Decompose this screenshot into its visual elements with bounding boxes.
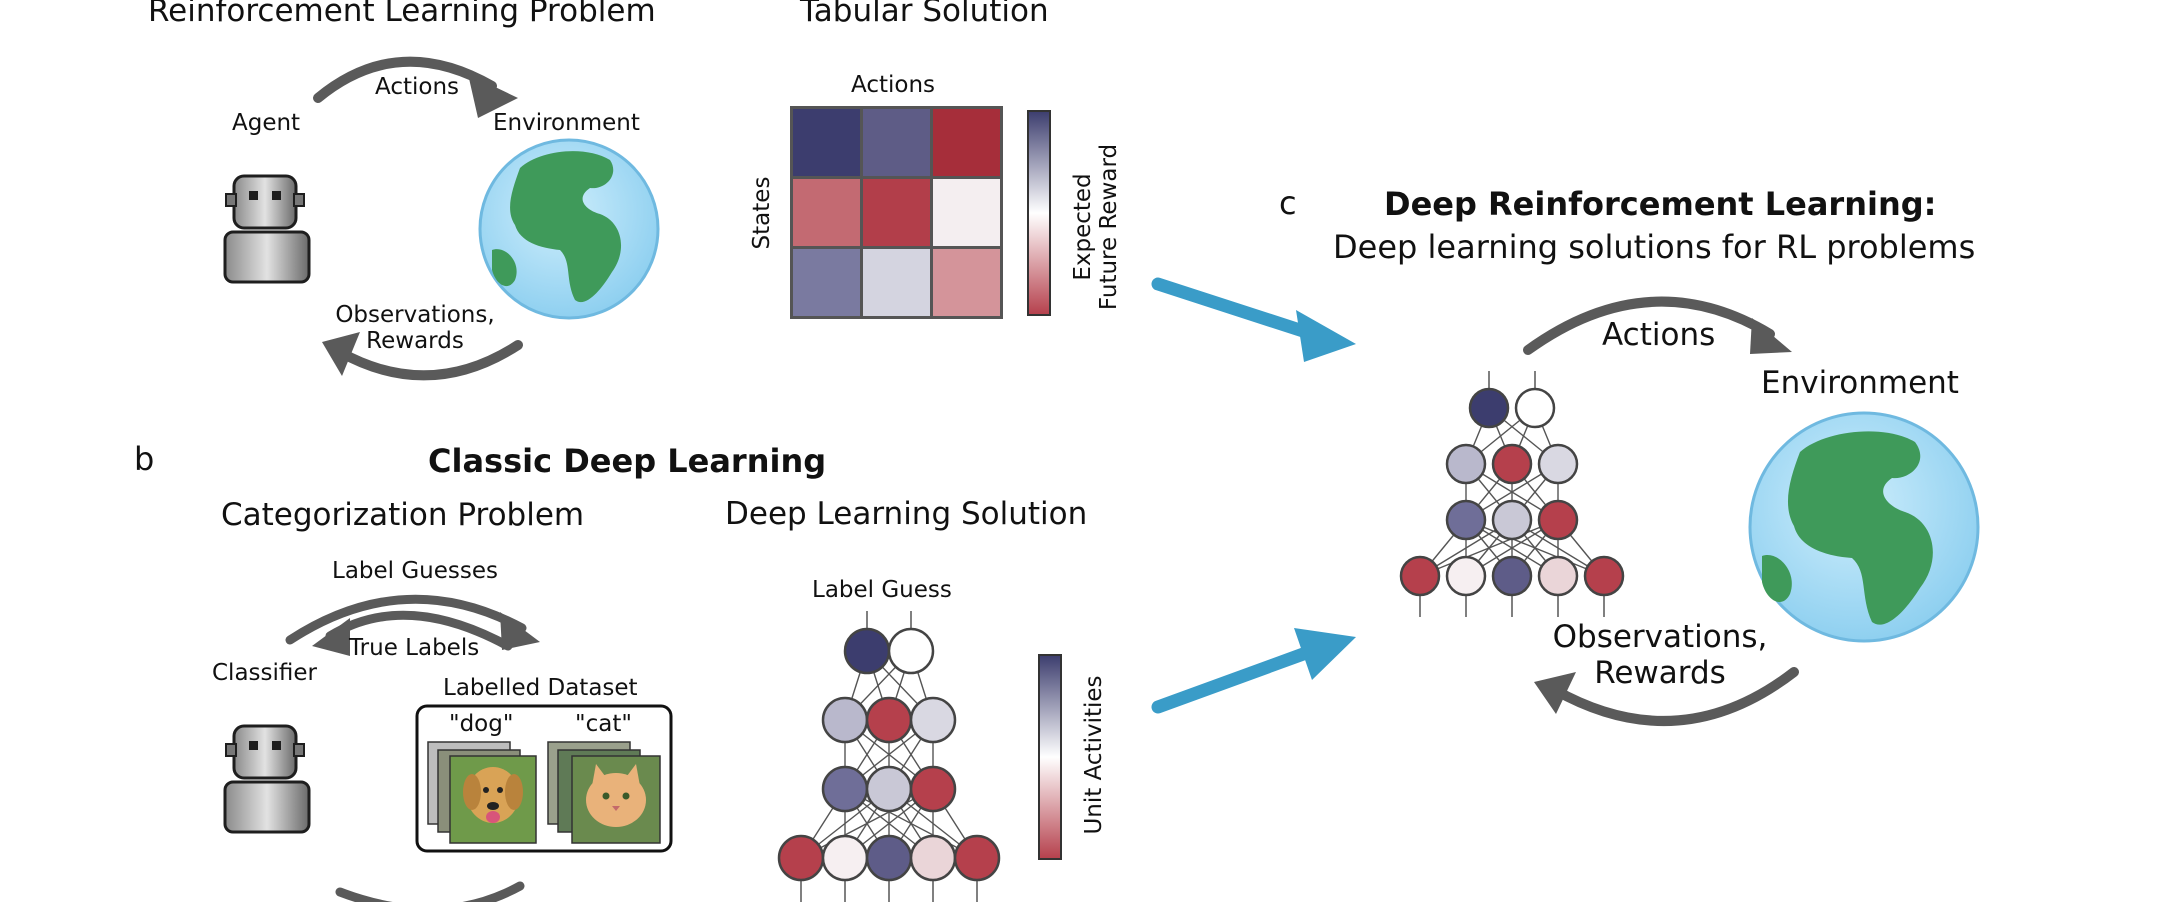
actions-arrowhead-c xyxy=(1750,318,1792,354)
rl-problem-title: Reinforcement Learning Problem xyxy=(148,0,656,29)
network-node xyxy=(887,627,935,675)
labelled-dataset-label: Labelled Dataset xyxy=(443,675,638,701)
heatmap-cell xyxy=(863,179,930,246)
network-node xyxy=(843,627,891,675)
network-node xyxy=(865,696,913,744)
categorization-problem-title: Categorization Problem xyxy=(221,497,585,533)
network-node xyxy=(1583,555,1625,597)
true-labels-arrowhead xyxy=(312,618,350,656)
network-node xyxy=(865,834,913,882)
panel-c-cycle xyxy=(1523,296,1799,726)
panel-a-cycle xyxy=(313,56,523,381)
actions-label-c: Actions xyxy=(1602,317,1716,353)
network-node xyxy=(1445,555,1487,597)
network-node xyxy=(1399,555,1441,597)
label-guesses-arrowhead xyxy=(500,612,540,650)
heatmap-cell xyxy=(863,249,930,316)
actions-label-a: Actions xyxy=(375,74,460,100)
labelled-dataset-box xyxy=(415,704,673,853)
actions-arrowhead-a xyxy=(468,74,518,118)
true-labels-label: True Labels xyxy=(349,635,480,661)
heatmap-cell xyxy=(793,249,860,316)
network-node xyxy=(1445,443,1487,485)
colorbar-reward-line1: Expected xyxy=(1070,173,1096,281)
obs-line2-a: Rewards xyxy=(366,328,464,355)
network-node xyxy=(1537,499,1579,541)
label-guess-label: Label Guess xyxy=(812,577,952,603)
cat-label: "cat" xyxy=(575,711,632,737)
panel-c-letter: c xyxy=(1279,184,1297,222)
colorbar-unit-activities xyxy=(1038,654,1062,860)
blue-arrow-bottom xyxy=(1151,628,1356,714)
heatmap-tabular xyxy=(790,106,1003,319)
deep-rl-heading: Deep Reinforcement Learning: xyxy=(1384,185,1937,223)
heatmap-cell xyxy=(793,109,860,176)
network-node xyxy=(909,765,957,813)
observations-rewards-label-a: Observations, Rewards xyxy=(320,302,510,355)
agent-label: Agent xyxy=(232,110,301,136)
globe-a xyxy=(478,138,660,320)
colorbar-unit-activities-label: Unit Activities xyxy=(1081,675,1107,835)
network-node xyxy=(1491,555,1533,597)
network-node xyxy=(865,765,913,813)
network-node xyxy=(1537,443,1579,485)
heatmap-cell xyxy=(933,109,1000,176)
network-deep-rl xyxy=(1399,371,1625,617)
network-node xyxy=(953,834,1001,882)
obs-line1-a: Observations, xyxy=(335,302,495,328)
network-node xyxy=(821,765,869,813)
classifier-robot xyxy=(223,724,311,834)
label-guesses-arrow xyxy=(285,594,527,645)
network-node xyxy=(821,834,869,882)
deep-learning-solution-title: Deep Learning Solution xyxy=(725,496,1088,532)
dog-label: "dog" xyxy=(449,711,514,737)
label-guesses-label: Label Guesses xyxy=(332,558,499,584)
colorbar-reward xyxy=(1027,110,1051,316)
obs-arrow-a xyxy=(335,340,523,381)
heatmap-cell xyxy=(863,109,930,176)
network-node xyxy=(1514,387,1556,429)
obs-line2-c: Rewards xyxy=(1594,654,1726,691)
heatmap-cell xyxy=(793,179,860,246)
network-node xyxy=(1491,443,1533,485)
obs-arrowhead-a xyxy=(322,332,360,376)
globe-c xyxy=(1748,411,1980,643)
observations-rewards-label-c: Observations, Rewards xyxy=(1530,619,1790,691)
environment-label-a: Environment xyxy=(493,110,640,136)
obs-arrow-c xyxy=(1550,667,1799,726)
tabular-solution-title: Tabular Solution xyxy=(800,0,1049,29)
classic-deep-learning-heading: Classic Deep Learning xyxy=(428,442,827,480)
blue-arrow-top xyxy=(1151,277,1356,362)
obs-line1-c: Observations, xyxy=(1552,619,1768,655)
deep-rl-subheading: Deep learning solutions for RL problems xyxy=(1333,228,1976,266)
classifier-label: Classifier xyxy=(212,660,317,686)
network-node xyxy=(777,834,825,882)
colorbar-reward-line2: Future Reward xyxy=(1096,143,1123,311)
heatmap-states-label: States xyxy=(749,176,775,250)
network-node xyxy=(821,696,869,744)
heatmap-cell xyxy=(933,249,1000,316)
network-node xyxy=(909,834,957,882)
network-node xyxy=(909,696,957,744)
network-node xyxy=(1445,499,1487,541)
actions-arrow-c xyxy=(1523,296,1775,355)
network-edge xyxy=(1419,519,1559,577)
heatmap-cell xyxy=(933,179,1000,246)
heatmap-actions-label: Actions xyxy=(851,72,936,98)
environment-label-c: Environment xyxy=(1761,365,1959,401)
network-node xyxy=(1468,387,1510,429)
bottom-arrow-b xyxy=(335,881,525,902)
panel-b-letter: b xyxy=(134,440,155,478)
network-edge xyxy=(800,788,934,859)
panel-b-cycle xyxy=(285,594,540,902)
network-node xyxy=(1491,499,1533,541)
agent-robot-a xyxy=(223,174,311,284)
colorbar-reward-label: Expected Future Reward xyxy=(1070,112,1128,342)
network-node xyxy=(1537,555,1579,597)
network-deep-learning xyxy=(777,611,1001,902)
obs-arrowhead-c xyxy=(1534,672,1576,714)
